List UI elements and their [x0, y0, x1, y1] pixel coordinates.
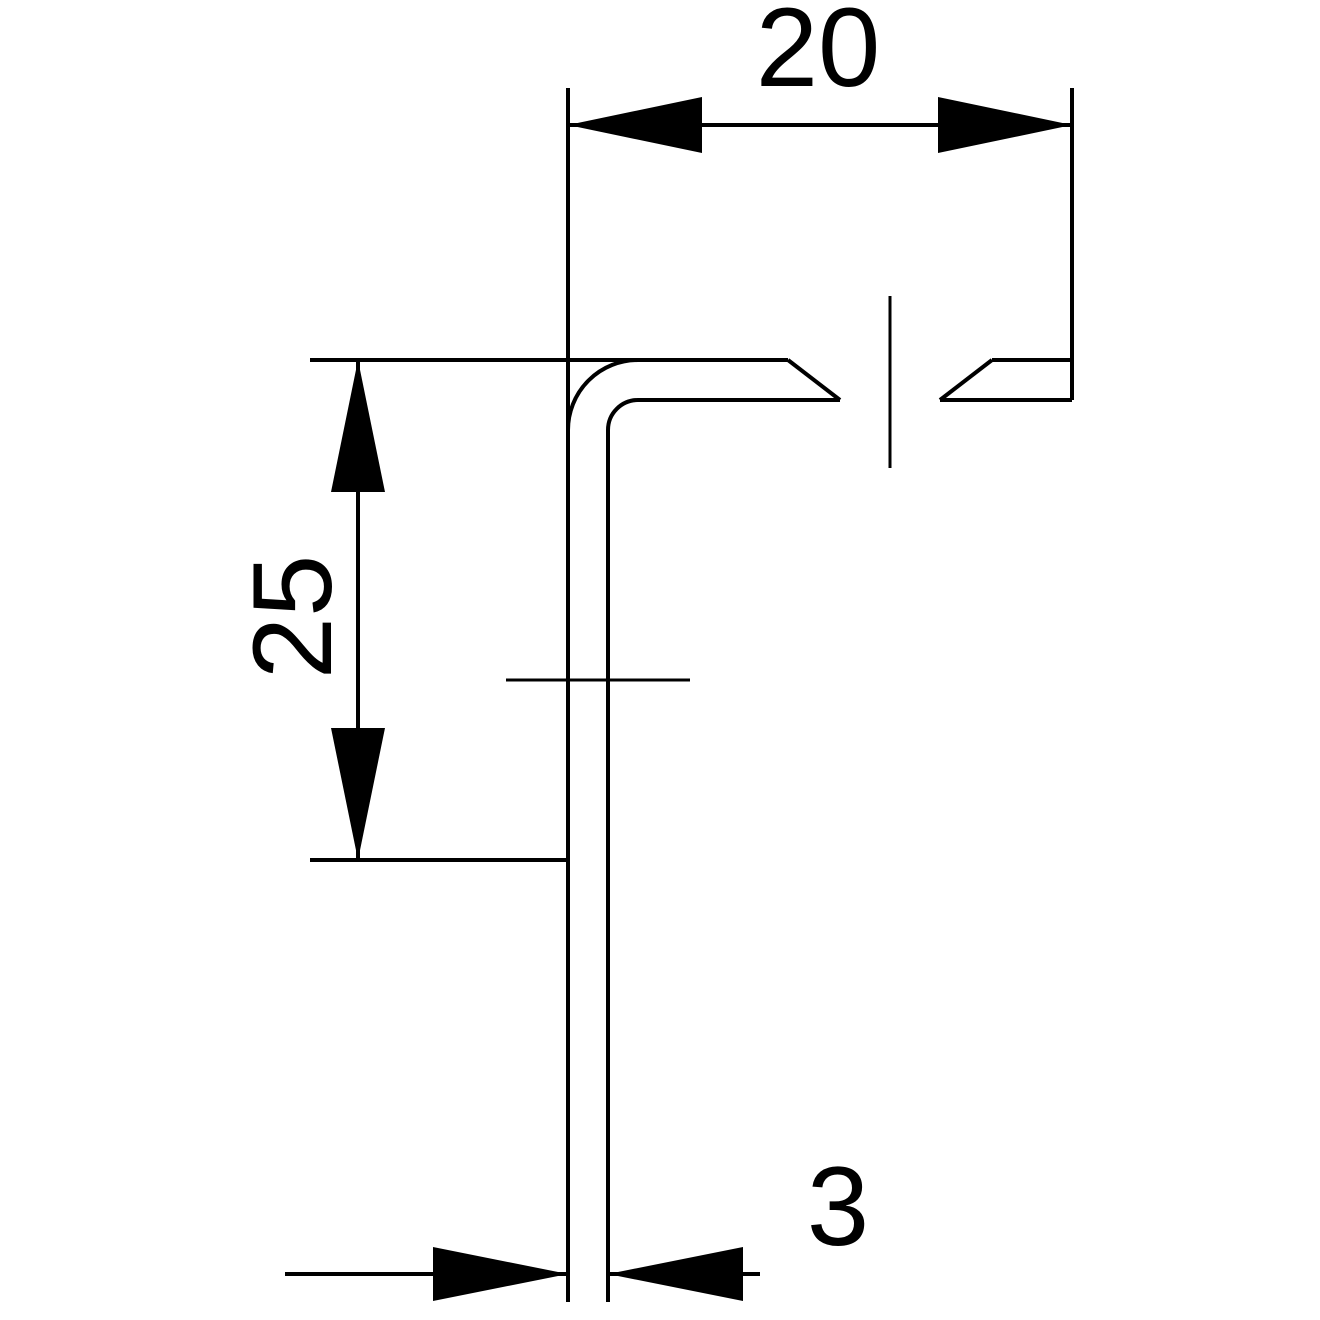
outer-bend-arc [566, 358, 639, 431]
dim-width-arrow-left-icon [568, 97, 702, 153]
dim-thickness-arrow-right-icon [608, 1247, 743, 1301]
countersink-left-flank [786, 358, 842, 402]
dim-height: 25 [230, 360, 568, 862]
dim-height-label: 25 [230, 555, 355, 680]
countersink-right-flank [938, 358, 994, 402]
dim-width-arrow-right-icon [938, 97, 1072, 153]
profile-outline [310, 88, 1074, 1302]
inner-bend-arc [606, 398, 639, 431]
dim-thickness-arrow-left-icon [433, 1247, 568, 1301]
dim-width-label: 20 [756, 0, 881, 110]
dim-width: 20 [568, 0, 1072, 153]
dim-thickness-label: 3 [807, 1144, 869, 1269]
dim-thickness: 3 [285, 1144, 869, 1301]
countersink-hole [786, 296, 994, 468]
dim-height-arrow-top-icon [331, 360, 385, 492]
dim-height-arrow-bottom-icon [331, 728, 385, 860]
